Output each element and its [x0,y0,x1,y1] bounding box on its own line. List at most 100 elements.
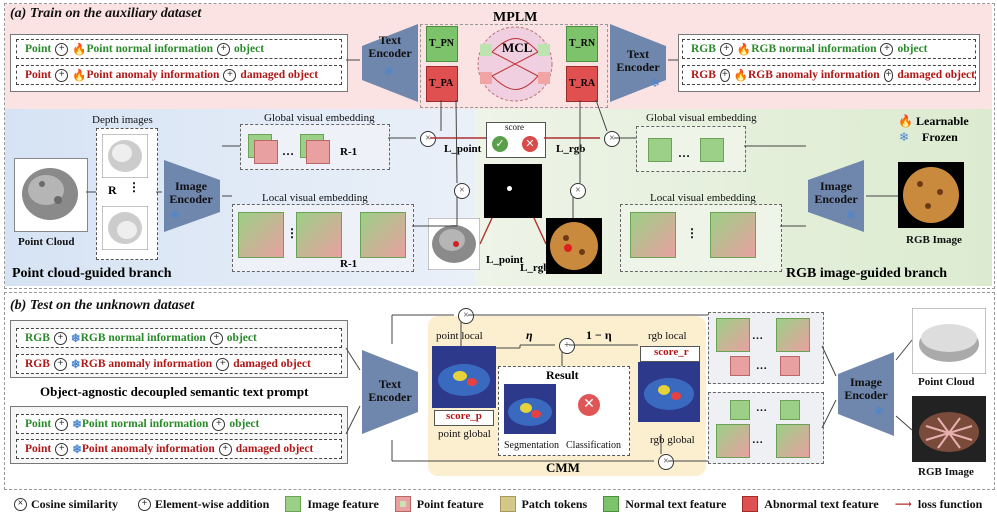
rgb-output-image [546,218,602,274]
text-encoder-left [362,24,418,102]
text-encoder-right-label: Text Encoder [616,47,660,74]
feature-stack [780,400,800,420]
snowflake-icon: ❄ [72,444,82,456]
cube-t-ra [566,66,598,102]
cosine-op-point-global: × [420,131,436,147]
snowflake-icon: ❄ [70,333,81,345]
patch-block [238,212,284,258]
legend-patch-tokens: Patch tokens [499,496,587,512]
add-icon: + [138,497,151,511]
text-encoder-test [362,350,418,434]
t-ra-label: T_RA [569,78,596,89]
cube-t-pa [426,66,458,102]
part-a-connectors [86,59,898,245]
feature-stack [648,138,672,162]
t-pn-label: T_PN [429,38,454,49]
abnormal-text-cube [742,496,759,512]
flame-icon: 🔥 [733,70,748,82]
flame-icon: 🔥 [898,114,913,128]
add-icon: + [217,42,231,56]
image-encoder-test-label: Image Encoder [844,375,888,402]
legend-abnormal-text: Abnormal text feature [742,496,879,512]
mask-spot [507,186,512,191]
legend-image-feature: Image feature [285,496,379,512]
image-feature-swatch [285,496,302,512]
test-point-cloud-image [912,308,986,374]
patch-block [776,424,810,458]
global-embedding-right-label: Global visual embedding [646,112,757,124]
add-icon: + [53,331,67,345]
score-r-label: score_r [654,346,689,358]
rgb-image-label: RGB Image [906,234,962,246]
part-a-frame [4,3,995,289]
t-rn-label: T_RN [569,38,596,49]
add-icon: + [55,417,69,431]
point-anomaly-map [432,346,496,408]
test-rgb-image-label: RGB Image [918,466,974,478]
prompt-test-rgb-anomaly: RGB+❄RGB anomaly information+damaged obj… [16,354,342,374]
depth-image-top [102,134,148,178]
point-output-image [428,218,480,270]
prompt-point-normal: Point+🔥Point normal information+object [16,39,342,59]
r-inverse-label: R-1 [340,258,358,270]
rgb-input-image [898,162,964,228]
add-icon: + [218,442,232,456]
part-b-title: (b) Test on the unknown dataset [10,298,195,313]
local-embedding-right-label: Local visual embedding [650,192,756,204]
rgb-branch-title: RGB image-guided branch [786,266,948,281]
score-p-label: score_p [446,410,482,422]
dots: … [282,144,294,158]
learnable-label: Learnable [916,114,969,128]
patch-block [360,212,406,258]
cmm-label: CMM [546,460,580,475]
image-encoder-right [808,160,864,232]
snowflake-icon: ❄ [170,208,181,222]
prompt-rgb-normal: RGB+🔥RGB normal information+object [682,39,976,59]
part-a-title: (a) Train on the auxiliary dataset [10,6,202,21]
point-global-label: point global [438,428,491,440]
add-icon: + [209,331,223,345]
test-point-cloud-label: Point Cloud [918,376,975,388]
l-point-top-label: L_point [444,143,482,155]
cube-t-pn [426,26,458,62]
legend-loss: ⟶loss function [894,496,983,511]
patch-block [630,212,676,258]
patch-block [296,212,342,258]
add-icon: + [223,68,237,82]
part-b-frame [4,292,995,490]
score-label: score [505,122,524,132]
add-icon: + [55,68,69,82]
snowflake-icon: ❄ [384,64,395,78]
part-b-connectors [345,314,913,462]
prompt-caption: Object-agnostic decoupled semantic text … [40,384,309,399]
cosine-op-top: × [458,308,474,324]
add-icon: + [880,42,894,56]
add-icon: + [719,68,730,82]
patch-block [710,212,756,258]
feature-stack [700,138,724,162]
vertical-dots: ⋮ [286,226,298,240]
one-minus-eta-label: 1 − η [586,328,612,342]
result-label: Result [546,368,579,382]
feature-stack [780,356,800,376]
snowflake-icon: ❄ [846,208,857,222]
t-pa-label: T_PA [429,78,454,89]
legend: ×Cosine similarity +Element-wise additio… [10,494,990,514]
rgb-anomaly-map [638,362,700,422]
rgb-local-label: rgb local [648,330,687,342]
legend-point-feature: Point feature [394,496,484,512]
snowflake-icon: ❄ [72,419,82,431]
image-encoder-right-label: Image Encoder [814,179,858,206]
cube-t-rn [566,26,598,62]
segmentation-mask [484,164,542,218]
flame-icon: 🔥 [72,70,87,82]
r-label: R [108,183,117,197]
segmentation-label: Segmentation [504,440,559,451]
add-icon: + [53,357,67,371]
mplm-region [420,24,608,108]
dots: … [756,360,767,372]
frozen-label: Frozen [922,130,958,144]
cosine-op-rgb-local: × [570,183,586,199]
result-segmentation-map [504,384,556,434]
